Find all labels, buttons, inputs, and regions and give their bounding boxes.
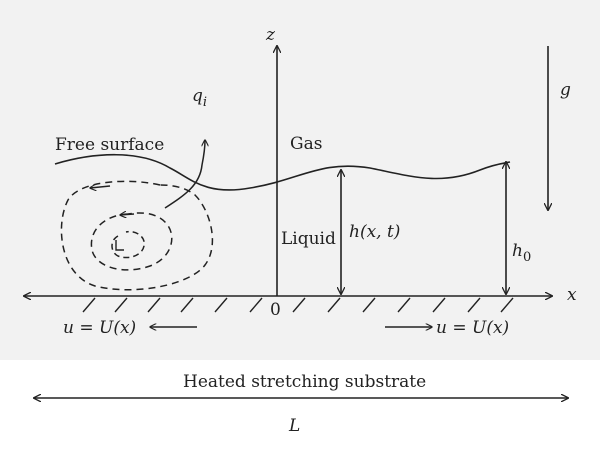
inner-loop-hook xyxy=(115,240,124,251)
velocity-left-label: u = U(x) xyxy=(63,318,136,338)
initial-thickness-label: h0 xyxy=(512,241,531,265)
free-surface-curve xyxy=(54,153,511,191)
inner-convection-loop xyxy=(111,230,145,259)
liquid-label: Liquid xyxy=(281,229,336,249)
outer-convection-loop xyxy=(60,180,214,291)
film-thickness-label: h(x, t) xyxy=(349,222,400,242)
free-surface-label: Free surface xyxy=(55,135,164,155)
z-axis-label: z xyxy=(265,25,276,45)
x-axis-label: x xyxy=(567,285,577,305)
outer-loop-arrow xyxy=(90,186,111,188)
heat-flux-arrow xyxy=(164,140,205,209)
middle-loop-arrow xyxy=(120,214,135,215)
middle-convection-loop xyxy=(90,212,173,271)
substrate-hatching xyxy=(82,297,514,313)
length-label: L xyxy=(288,416,300,436)
gas-label: Gas xyxy=(290,134,322,154)
substrate-label: Heated stretching substrate xyxy=(183,372,426,392)
diagram-panel xyxy=(0,0,600,360)
heat-flux-label: qi xyxy=(192,86,207,110)
gravity-label: g xyxy=(560,80,571,100)
velocity-right-label: u = U(x) xyxy=(436,318,509,338)
origin-label: 0 xyxy=(270,300,281,320)
